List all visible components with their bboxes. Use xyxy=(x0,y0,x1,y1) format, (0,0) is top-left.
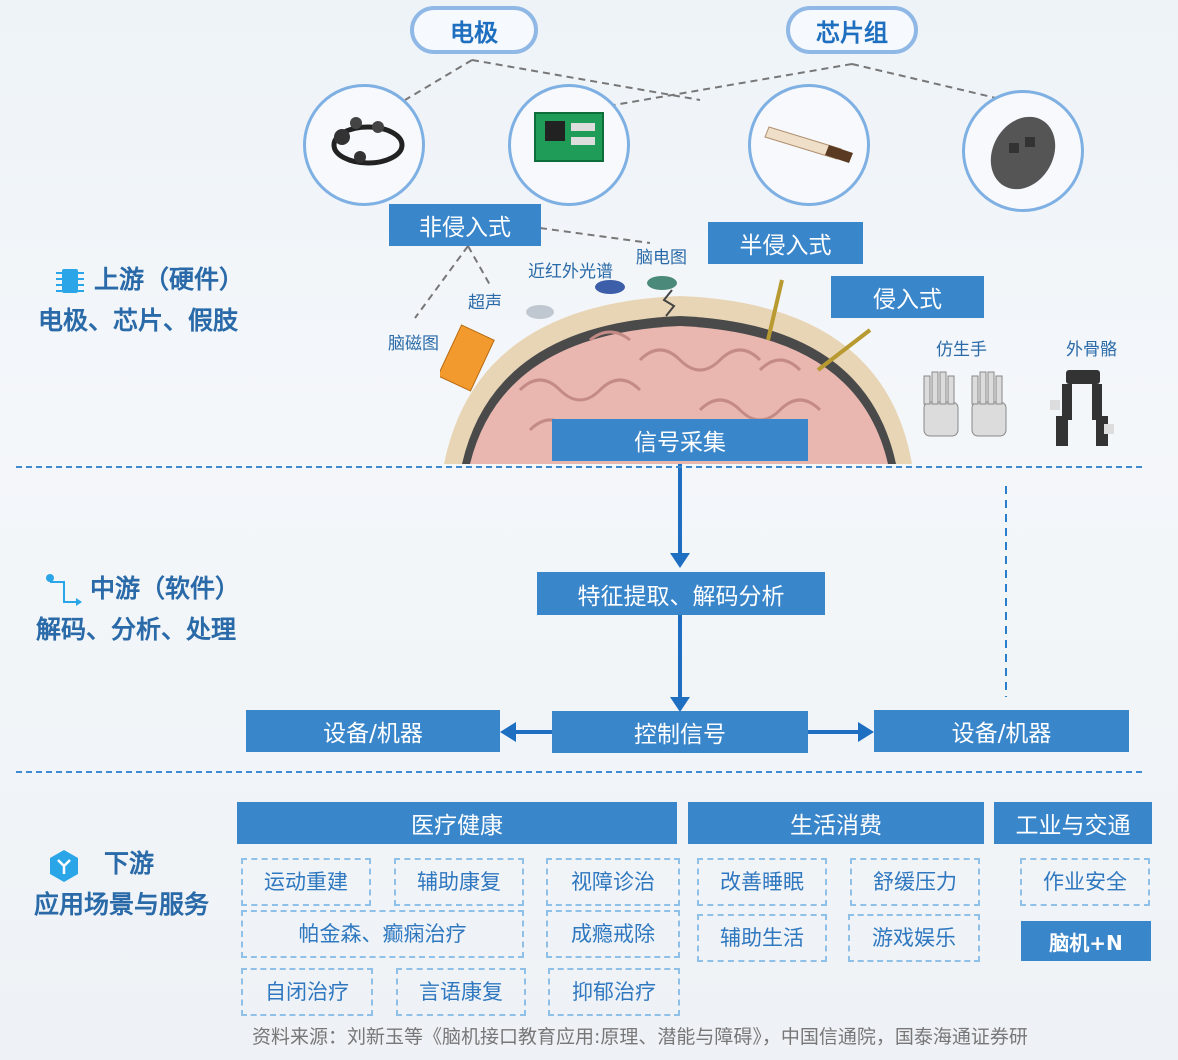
consumer-header: 生活消费 xyxy=(688,802,984,844)
consumer-item: 舒缓压力 xyxy=(850,858,980,906)
industry-item: 作业安全 xyxy=(1020,858,1150,906)
downstream-subtitle: 应用场景与服务 xyxy=(34,890,210,919)
meg-label: 脑磁图 xyxy=(388,334,439,354)
medical-item: 视障诊治 xyxy=(546,858,680,906)
medical-item: 言语康复 xyxy=(396,968,526,1016)
chip-board-image xyxy=(508,84,630,206)
semi-invasive-box: 半侵入式 xyxy=(708,222,863,264)
chipset-pill: 芯片组 xyxy=(786,6,918,54)
industry-item: 脑机+N xyxy=(1021,921,1151,961)
non-invasive-box: 非侵入式 xyxy=(389,204,541,246)
nirs-label: 近红外光谱 xyxy=(528,262,613,282)
medical-item: 抑郁治疗 xyxy=(548,968,680,1016)
industry-header: 工业与交通 xyxy=(994,802,1152,844)
medical-item: 成瘾戒除 xyxy=(546,910,680,958)
medical-item: 自闭治疗 xyxy=(241,968,373,1016)
control-signal-box: 控制信号 xyxy=(552,711,808,753)
implant-chip-image xyxy=(962,90,1084,212)
medical-item: 运动重建 xyxy=(241,858,371,906)
consumer-item: 改善睡眠 xyxy=(697,858,827,906)
midstream-title: 中游（软件） xyxy=(90,574,241,603)
ultrasound-label: 超声 xyxy=(468,293,502,313)
bionic-hand-image xyxy=(923,371,1007,437)
downstream-title: 下游 xyxy=(104,849,155,878)
feature-extraction-box: 特征提取、解码分析 xyxy=(537,572,825,615)
source-footer: 资料来源：刘新玉等《脑机接口教育应用:原理、潜能与障碍》，中国信通院，国泰海通证… xyxy=(252,1026,1028,1048)
device-left-box: 设备/机器 xyxy=(246,710,500,752)
consumer-item: 辅助生活 xyxy=(697,914,827,962)
chip-icon xyxy=(54,265,86,297)
medical-header: 医疗健康 xyxy=(237,802,677,844)
divider-bottom xyxy=(16,771,1142,773)
eeg-label: 脑电图 xyxy=(636,248,687,268)
exoskeleton-label: 外骨骼 xyxy=(1066,340,1117,360)
workflow-icon xyxy=(44,570,84,610)
semi-invasive-electrode-image xyxy=(748,84,870,206)
consumer-item: 游戏娱乐 xyxy=(848,914,980,962)
midstream-subtitle: 解码、分析、处理 xyxy=(36,615,237,644)
eeg-headset-image xyxy=(303,84,425,206)
medical-item: 帕金森、癫痫治疗 xyxy=(241,910,524,958)
divider-top xyxy=(16,466,1142,468)
upstream-subtitle: 电极、芯片、假肢 xyxy=(38,306,239,335)
upstream-title: 上游（硬件） xyxy=(94,265,245,294)
invasive-box: 侵入式 xyxy=(831,276,984,318)
exoskeleton-image xyxy=(1050,370,1114,446)
bionic-hand-label: 仿生手 xyxy=(936,340,987,360)
hexagon-icon xyxy=(46,848,82,884)
signal-acquisition-box: 信号采集 xyxy=(552,419,808,461)
electrode-pill: 电极 xyxy=(410,6,538,54)
device-right-box: 设备/机器 xyxy=(874,710,1129,752)
medical-item: 辅助康复 xyxy=(394,858,524,906)
